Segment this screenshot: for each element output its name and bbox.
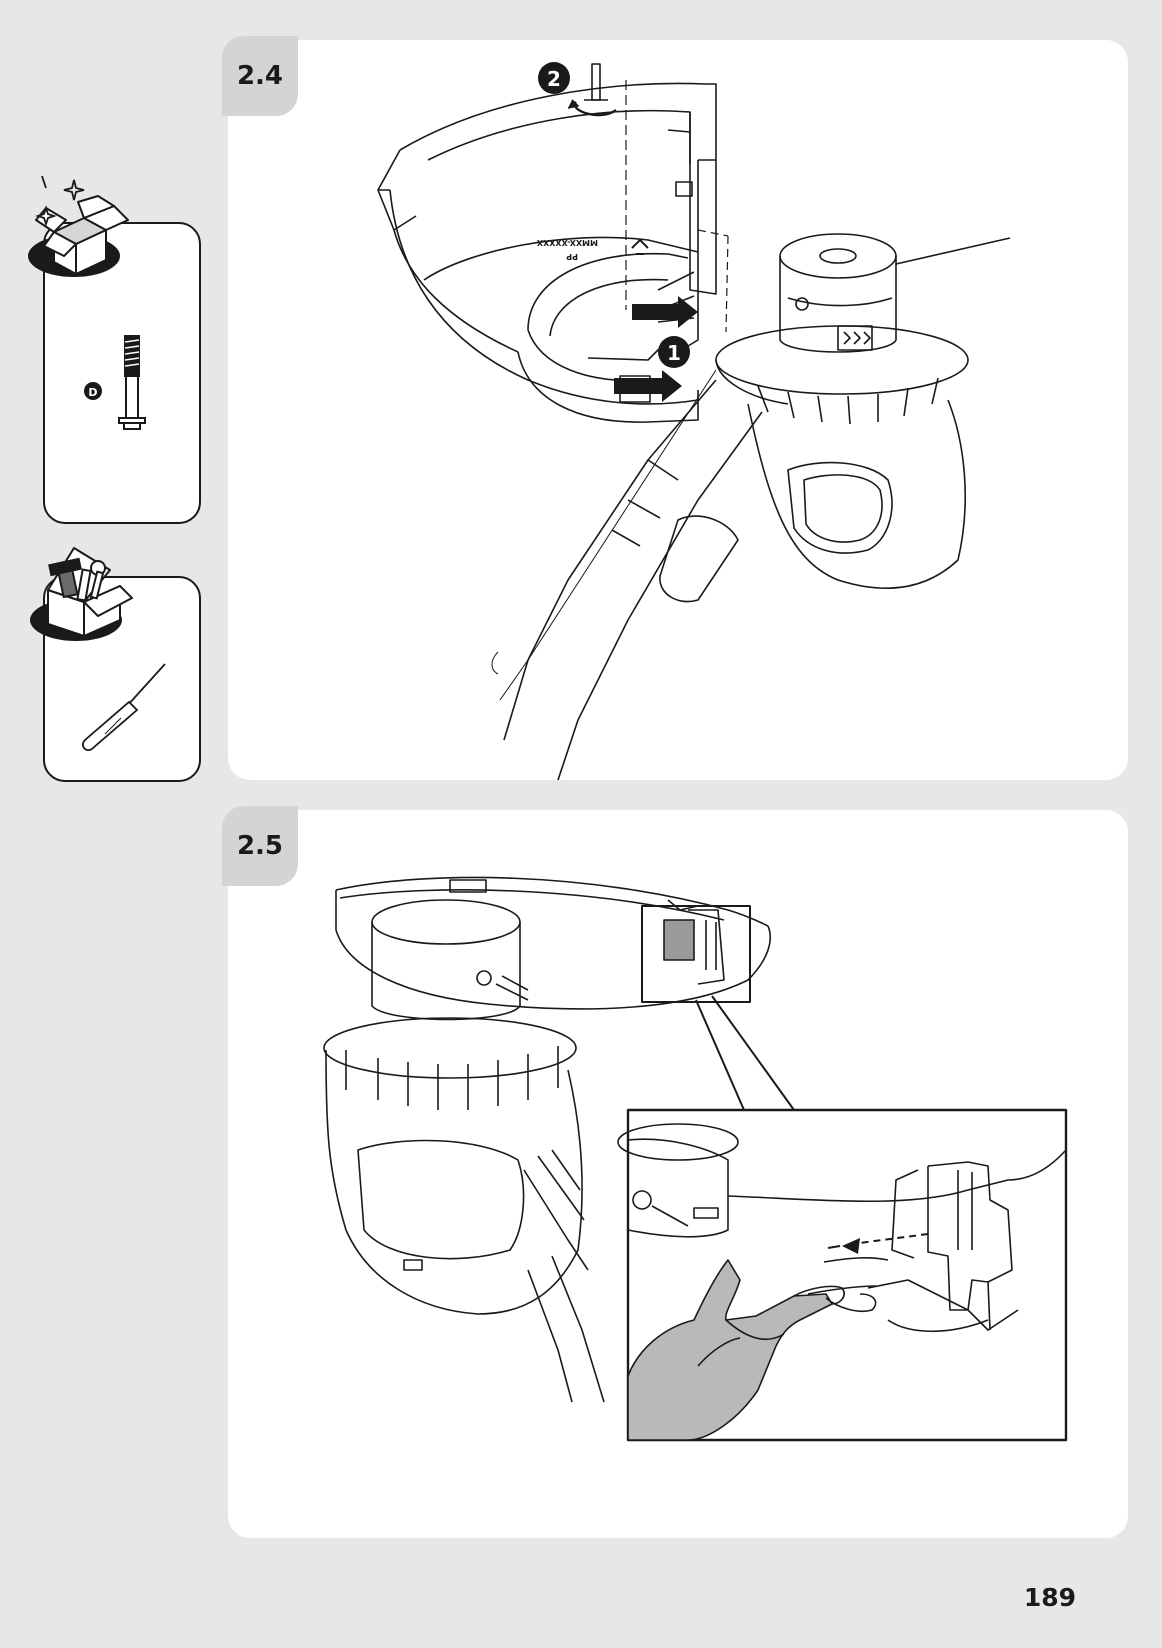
- callout-1: 1: [667, 341, 681, 365]
- screwdriver-icon: [81, 663, 166, 752]
- guard-imprint-code: MMXX-XXXXX: [536, 238, 598, 247]
- grass-guard-attach-illustration: 1 2 PP MMXX-XXXXX: [377, 62, 1011, 780]
- callout-2: 2: [547, 67, 561, 91]
- screw-part-icon: D: [84, 335, 146, 430]
- step-2-4-panel: 2.4: [222, 36, 1128, 780]
- toolbox-icon: [24, 540, 136, 646]
- parts-card: D: [43, 222, 201, 524]
- step-2-5-panel: 2.5: [222, 806, 1128, 1538]
- guard-clip-detail-illustration: [323, 876, 1068, 1442]
- open-box-icon: [24, 174, 130, 284]
- guard-imprint-material: PP: [566, 252, 578, 261]
- step-number: 2.4: [222, 36, 298, 116]
- step-number: 2.5: [222, 806, 298, 886]
- part-letter: D: [88, 386, 97, 399]
- recycle-icon: [631, 238, 649, 255]
- page-number: 189: [1023, 1583, 1076, 1612]
